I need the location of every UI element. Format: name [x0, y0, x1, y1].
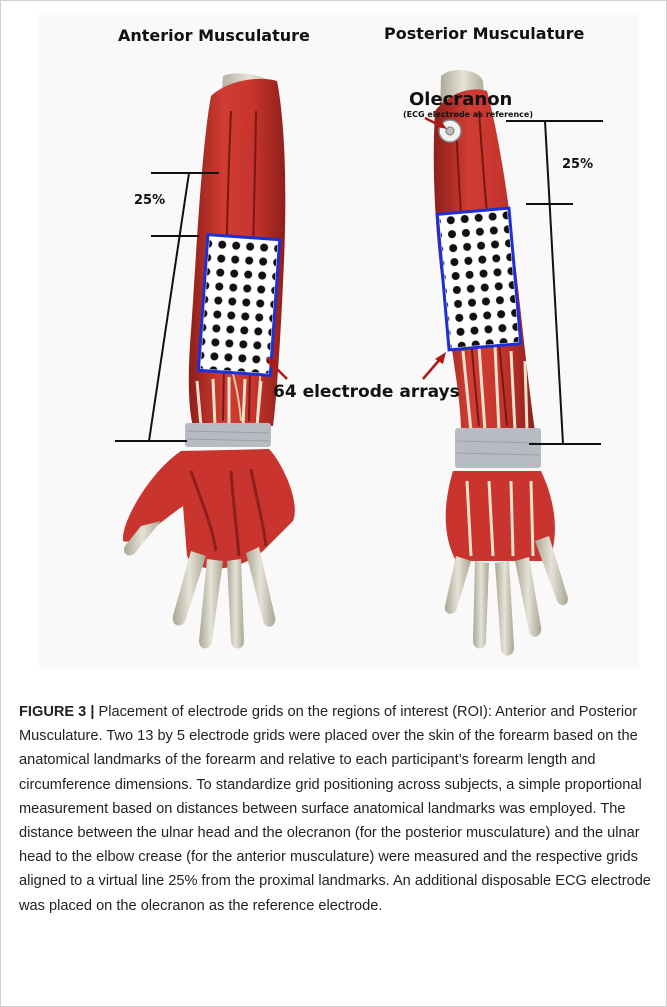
anterior-electrode-grid [198, 235, 279, 376]
posterior-percent-label: 25% [562, 157, 593, 172]
anterior-percent-label: 25% [134, 193, 165, 208]
posterior-electrode-grid [437, 208, 521, 350]
figure-illustration: Anterior Musculature Posterior Musculatu… [1, 1, 667, 681]
caption-lead: FIGURE 3 | [19, 704, 94, 720]
caption-text: Placement of electrode grids on the regi… [19, 704, 651, 914]
title-posterior: Posterior Musculature [384, 24, 584, 43]
olecranon-note: (ECG electrode as reference) [403, 110, 533, 119]
arrays-label: 64 electrode arrays [273, 382, 460, 402]
olecranon-label: Olecranon [409, 89, 512, 110]
title-anterior: Anterior Musculature [118, 26, 310, 45]
figure-caption: FIGURE 3 | Placement of electrode grids … [19, 700, 651, 918]
